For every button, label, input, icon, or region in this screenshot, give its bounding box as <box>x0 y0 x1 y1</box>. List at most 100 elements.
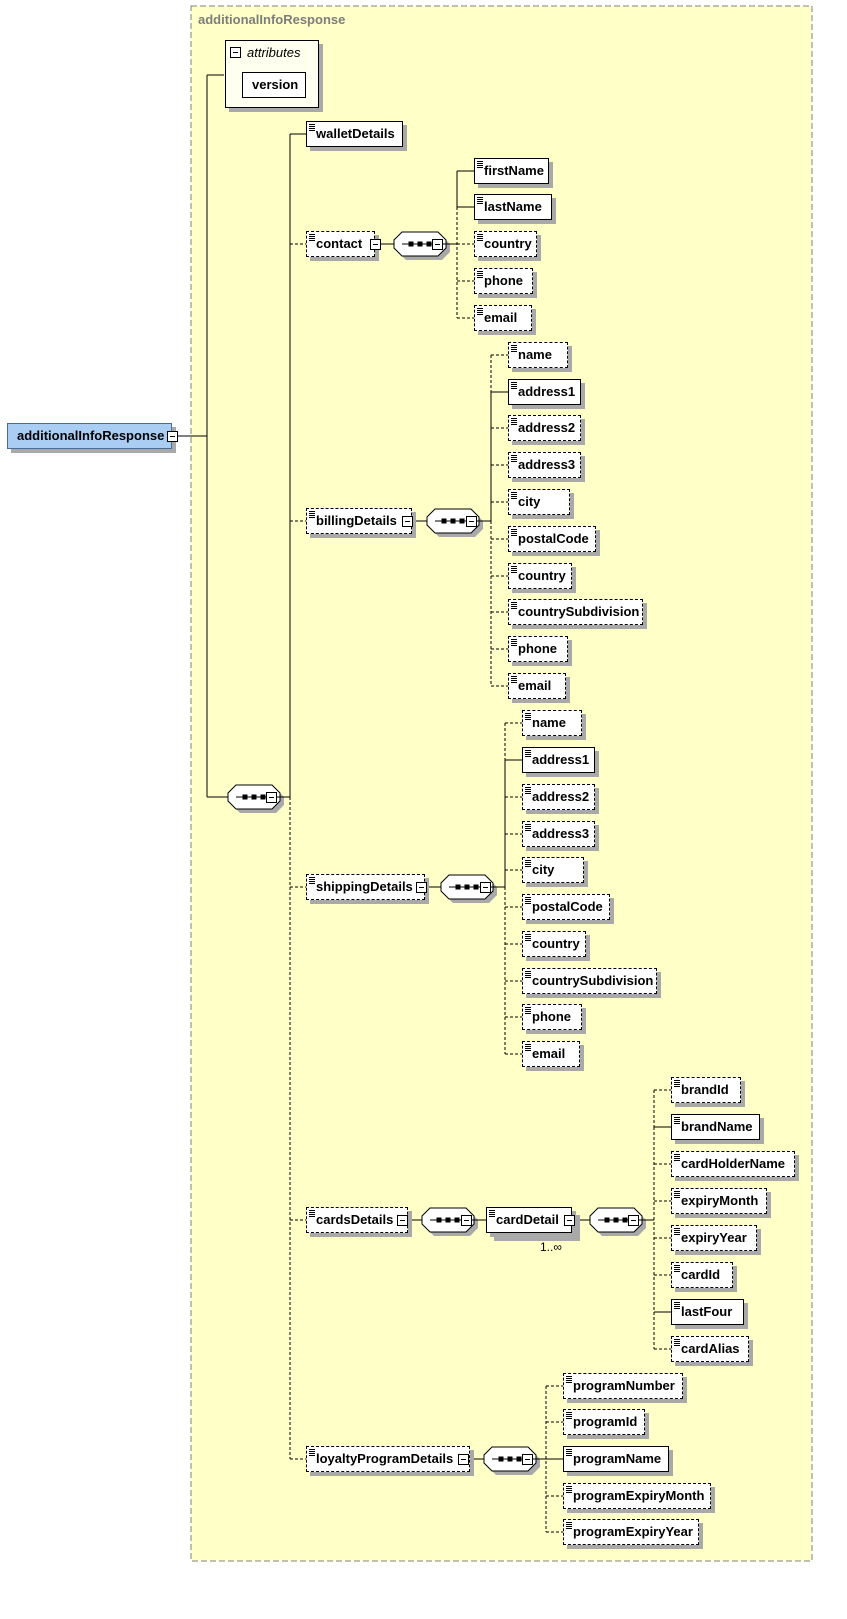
documentation-icon <box>566 1376 572 1383</box>
collapse-root-sequence-icon[interactable] <box>266 792 277 803</box>
loyalty-program-name[interactable]: programName <box>563 1446 669 1472</box>
collapse-billing-sequence-icon[interactable] <box>466 516 477 527</box>
billing-phone[interactable]: phone <box>508 636 568 662</box>
collapse-contact-icon[interactable] <box>370 239 381 250</box>
element-cards-details[interactable]: cardsDetails <box>306 1207 408 1233</box>
documentation-icon <box>477 161 483 168</box>
documentation-icon <box>525 934 531 941</box>
contact-email[interactable]: email <box>474 305 532 331</box>
documentation-icon <box>525 713 531 720</box>
documentation-icon <box>525 1044 531 1051</box>
card-card-alias[interactable]: cardAlias <box>671 1336 749 1362</box>
shipping-email[interactable]: email <box>522 1041 580 1067</box>
collapse-root-icon[interactable] <box>167 431 178 442</box>
documentation-icon <box>511 492 517 499</box>
collapse-cards-icon[interactable] <box>397 1215 408 1226</box>
contact-first-name[interactable]: firstName <box>474 158 549 184</box>
documentation-icon <box>525 824 531 831</box>
collapse-loyalty-sequence-icon[interactable] <box>522 1454 533 1465</box>
billing-name[interactable]: name <box>508 342 568 368</box>
card-brand-name[interactable]: brandName <box>671 1114 760 1140</box>
loyalty-program-expiry-year[interactable]: programExpiryYear <box>563 1519 699 1545</box>
billing-country-subdivision[interactable]: countrySubdivision <box>508 599 643 625</box>
shipping-address1[interactable]: address1 <box>522 747 595 773</box>
documentation-icon <box>674 1302 680 1309</box>
contact-country[interactable]: country <box>474 231 537 257</box>
shipping-address3[interactable]: address3 <box>522 821 595 847</box>
collapse-cards-sequence-icon[interactable] <box>461 1215 472 1226</box>
collapse-attributes-icon[interactable] <box>230 47 241 58</box>
documentation-icon <box>477 308 483 315</box>
element-wallet-details[interactable]: walletDetails <box>306 121 403 147</box>
attributes-label: attributes <box>247 45 301 60</box>
documentation-icon <box>525 1007 531 1014</box>
loyalty-program-expiry-month[interactable]: programExpiryMonth <box>563 1483 711 1509</box>
billing-postal-code[interactable]: postalCode <box>508 526 596 552</box>
collapse-billing-icon[interactable] <box>402 516 413 527</box>
documentation-icon <box>489 1210 495 1217</box>
element-shipping-details[interactable]: shippingDetails <box>306 874 425 900</box>
loyalty-program-id[interactable]: programId <box>563 1409 645 1435</box>
element-billing-details[interactable]: billingDetails <box>306 508 412 534</box>
shipping-name[interactable]: name <box>522 710 582 736</box>
documentation-icon <box>511 382 517 389</box>
shipping-country-subdivision[interactable]: countrySubdivision <box>522 968 657 994</box>
billing-address2[interactable]: address2 <box>508 415 581 441</box>
documentation-icon <box>674 1339 680 1346</box>
documentation-icon <box>477 234 483 241</box>
documentation-icon <box>511 529 517 536</box>
shipping-postal-code[interactable]: postalCode <box>522 894 610 920</box>
documentation-icon <box>566 1486 572 1493</box>
documentation-icon <box>511 602 517 609</box>
attribute-version[interactable]: version <box>242 72 306 98</box>
card-brand-id[interactable]: brandId <box>671 1077 741 1103</box>
contact-phone[interactable]: phone <box>474 268 533 294</box>
billing-email[interactable]: email <box>508 673 566 699</box>
documentation-icon <box>674 1228 680 1235</box>
documentation-icon <box>674 1117 680 1124</box>
card-card-id[interactable]: cardId <box>671 1262 733 1288</box>
documentation-icon <box>525 787 531 794</box>
documentation-icon <box>525 750 531 757</box>
documentation-icon <box>525 897 531 904</box>
documentation-icon <box>511 676 517 683</box>
documentation-icon <box>309 124 315 131</box>
documentation-icon <box>309 877 315 884</box>
element-loyalty-program-details[interactable]: loyaltyProgramDetails <box>306 1446 470 1472</box>
documentation-icon <box>477 197 483 204</box>
collapse-card-detail-icon[interactable] <box>564 1215 575 1226</box>
collapse-shipping-sequence-icon[interactable] <box>480 882 491 893</box>
collapse-shipping-icon[interactable] <box>416 882 427 893</box>
root-element[interactable]: additionalInfoResponse <box>7 423 172 449</box>
card-card-holder-name[interactable]: cardHolderName <box>671 1151 795 1177</box>
diagram-title: additionalInfoResponse <box>198 12 346 27</box>
documentation-icon <box>309 1449 315 1456</box>
card-detail-multiplicity: 1..∞ <box>540 1240 562 1254</box>
documentation-icon <box>566 1412 572 1419</box>
card-expiry-month[interactable]: expiryMonth <box>671 1188 767 1214</box>
documentation-icon <box>309 511 315 518</box>
card-expiry-year[interactable]: expiryYear <box>671 1225 757 1251</box>
element-contact[interactable]: contact <box>306 231 375 257</box>
shipping-country[interactable]: country <box>522 931 586 957</box>
collapse-loyalty-icon[interactable] <box>458 1454 469 1465</box>
documentation-icon <box>477 271 483 278</box>
billing-city[interactable]: city <box>508 489 570 515</box>
billing-address3[interactable]: address3 <box>508 452 581 478</box>
contact-last-name[interactable]: lastName <box>474 194 552 220</box>
element-card-detail[interactable]: cardDetail <box>486 1207 572 1233</box>
attributes-box: attributes version <box>225 40 319 108</box>
documentation-icon <box>309 1210 315 1217</box>
shipping-address2[interactable]: address2 <box>522 784 595 810</box>
shipping-phone[interactable]: phone <box>522 1004 582 1030</box>
documentation-icon <box>511 345 517 352</box>
collapse-card-detail-sequence-icon[interactable] <box>628 1215 639 1226</box>
shipping-city[interactable]: city <box>522 857 584 883</box>
billing-country[interactable]: country <box>508 563 572 589</box>
documentation-icon <box>511 639 517 646</box>
documentation-icon <box>309 234 315 241</box>
collapse-contact-sequence-icon[interactable] <box>432 239 443 250</box>
card-last-four[interactable]: lastFour <box>671 1299 744 1325</box>
loyalty-program-number[interactable]: programNumber <box>563 1373 683 1399</box>
billing-address1[interactable]: address1 <box>508 379 581 405</box>
